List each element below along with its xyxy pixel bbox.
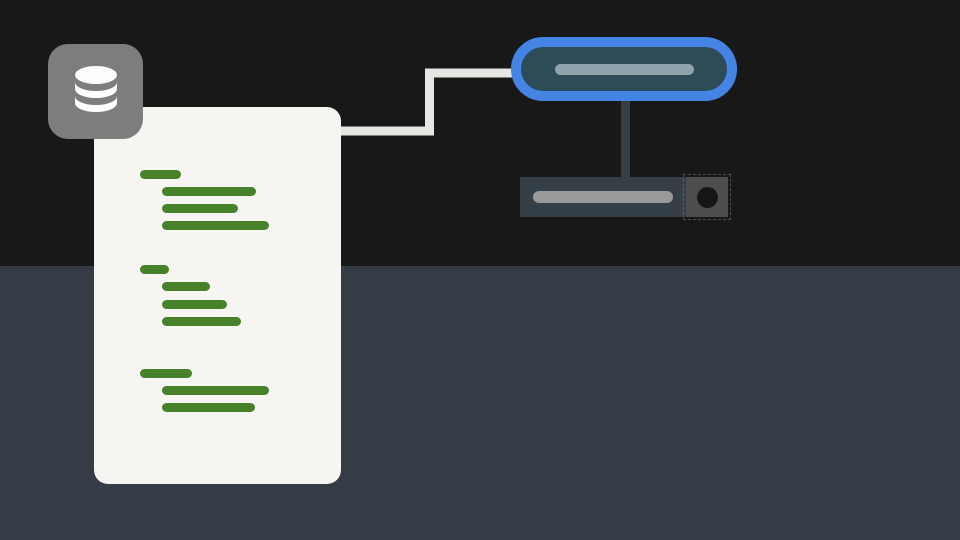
server-indicator-box bbox=[683, 174, 731, 220]
database-icon bbox=[68, 65, 124, 119]
server-box bbox=[520, 177, 697, 217]
server-label-bar bbox=[533, 191, 673, 203]
code-document-panel bbox=[94, 107, 341, 484]
pill-label-bar bbox=[554, 63, 694, 75]
knob-circle-icon bbox=[696, 186, 718, 208]
pill-node bbox=[511, 37, 737, 101]
vertical-stem-connector bbox=[621, 99, 630, 179]
database-badge bbox=[48, 44, 143, 139]
